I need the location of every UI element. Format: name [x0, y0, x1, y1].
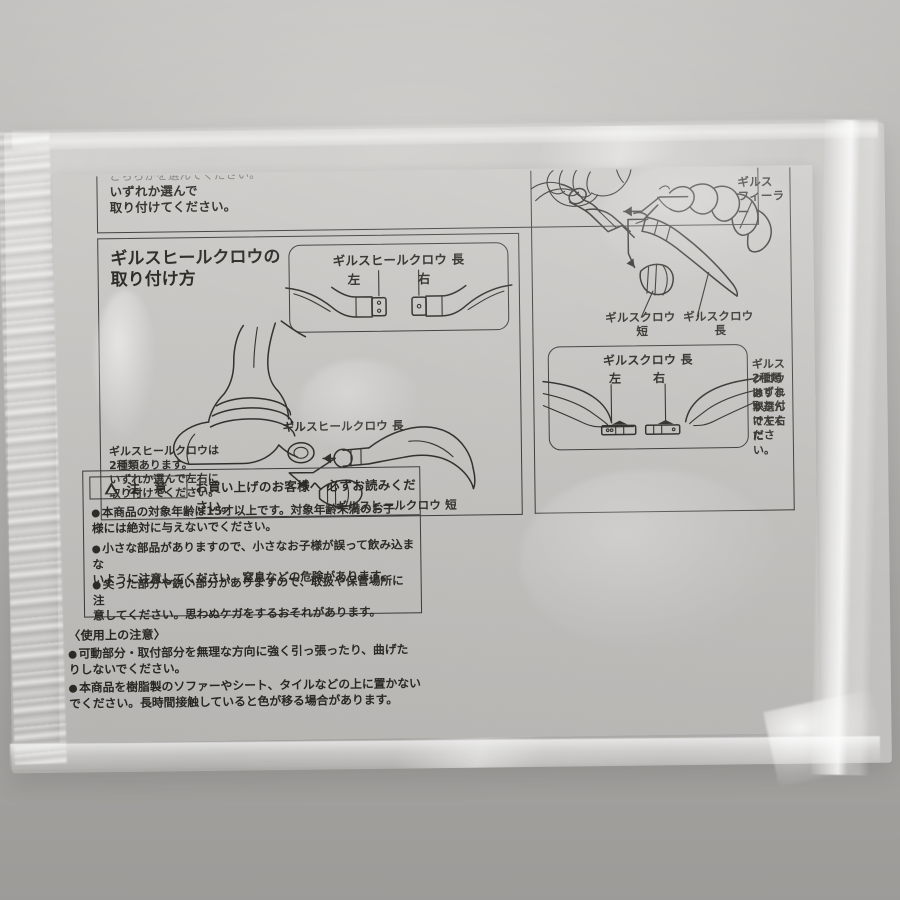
label-gills-feeler-line2: フィーラー	[737, 188, 785, 220]
bullet-dot-icon	[68, 684, 78, 693]
caution-badge: 注 意	[89, 475, 188, 500]
left-detail-box: ギルスヒールクロウ 長 左 右	[285, 242, 513, 333]
usage-item-1: 本商品を樹脂製のソファーやシート、タイルなどの上に置かない でください。長時間接…	[68, 675, 469, 712]
right-detail-header: ギルスクロウ 長	[602, 352, 693, 368]
left-right-heel-parts-sketch	[285, 269, 513, 318]
usage-notes: 〈使用上の注意〉 可動部分・取付部分を無理な方向に強く引っ張ったり、曲げた りし…	[68, 622, 469, 712]
left-right-claw-base-sketch	[542, 378, 754, 436]
right-detail-box: ギルスクロウ 長 左 右	[542, 343, 754, 451]
caution-item-2: 尖った部分や鋭い部分がありますので、取扱や保管場所に注 意してください。思わぬケ…	[92, 573, 416, 624]
usage-item-0-text: 可動部分・取付部分を無理な方向に強く引っ張ったり、曲げた りしないでください。	[68, 642, 409, 677]
bullet-dot-icon	[68, 650, 77, 659]
claw-feeler-assembly-sketch	[530, 181, 772, 318]
cutoff-line-2: 取り付けてください。	[109, 198, 237, 216]
right-panel: ギルス フィーラー ギルスクロウ 短 ギルスクロウ 長 ギルスクロウ 長 左 右	[530, 167, 795, 514]
left-panel-title-line1: ギルスヒールクロウの	[110, 247, 281, 270]
label-claw-long-line2: 長	[714, 323, 727, 338]
caution-item-0: 本商品の対象年齢は15才以上です。対象年齢未満のお子 様には絶対に与えないでくだ…	[91, 501, 414, 536]
cutoff-line-1: いずれか選んで	[109, 183, 198, 200]
bullet-dot-icon	[92, 545, 101, 554]
caution-item-0-text: 本商品の対象年齢は15才以上です。対象年齢未満のお子 様には絶対に与えないでくだ…	[91, 501, 396, 536]
left-note-line-0: ギルスヒールクロウは	[108, 443, 220, 459]
callout-heel-claw-long: ギルスヒールクロウ 長	[282, 418, 404, 435]
caution-item-2-text: 尖った部分や鋭い部分がありますので、取扱や保管場所に注 意してください。思わぬケ…	[92, 573, 404, 623]
caution-box: 注 意 お買い上げのお客様へ 必ずお読みください。 本商品の対象年齢は15才以上…	[82, 466, 423, 623]
bullet-dot-icon	[92, 581, 101, 590]
usage-item-1-text: 本商品を樹脂製のソファーやシート、タイルなどの上に置かない でください。長時間接…	[69, 676, 421, 711]
warning-triangle-icon	[105, 482, 119, 494]
left-detail-header: ギルスヒールクロウ 長	[332, 251, 465, 269]
right-note-line-3: 取り付けてください。	[752, 399, 786, 457]
label-claw-short-line2: 短	[636, 324, 649, 339]
heel-claw-assembly-sketch	[172, 320, 476, 508]
bullet-dot-icon	[91, 509, 100, 518]
caution-badge-text: 注 意	[126, 481, 173, 498]
left-panel-title-line2: 取り付け方	[110, 269, 196, 291]
left-panel: ギルスヒールクロウの 取り付け方 ギルスヒールクロウ 長 左 右	[97, 232, 523, 521]
instruction-sheet: どちらかを選んでください。 いずれか選んで 取り付けてください。 ギルスヒールク…	[52, 165, 820, 743]
usage-item-0: 可動部分・取付部分を無理な方向に強く引っ張ったり、曲げた りしないでください。	[68, 641, 468, 678]
